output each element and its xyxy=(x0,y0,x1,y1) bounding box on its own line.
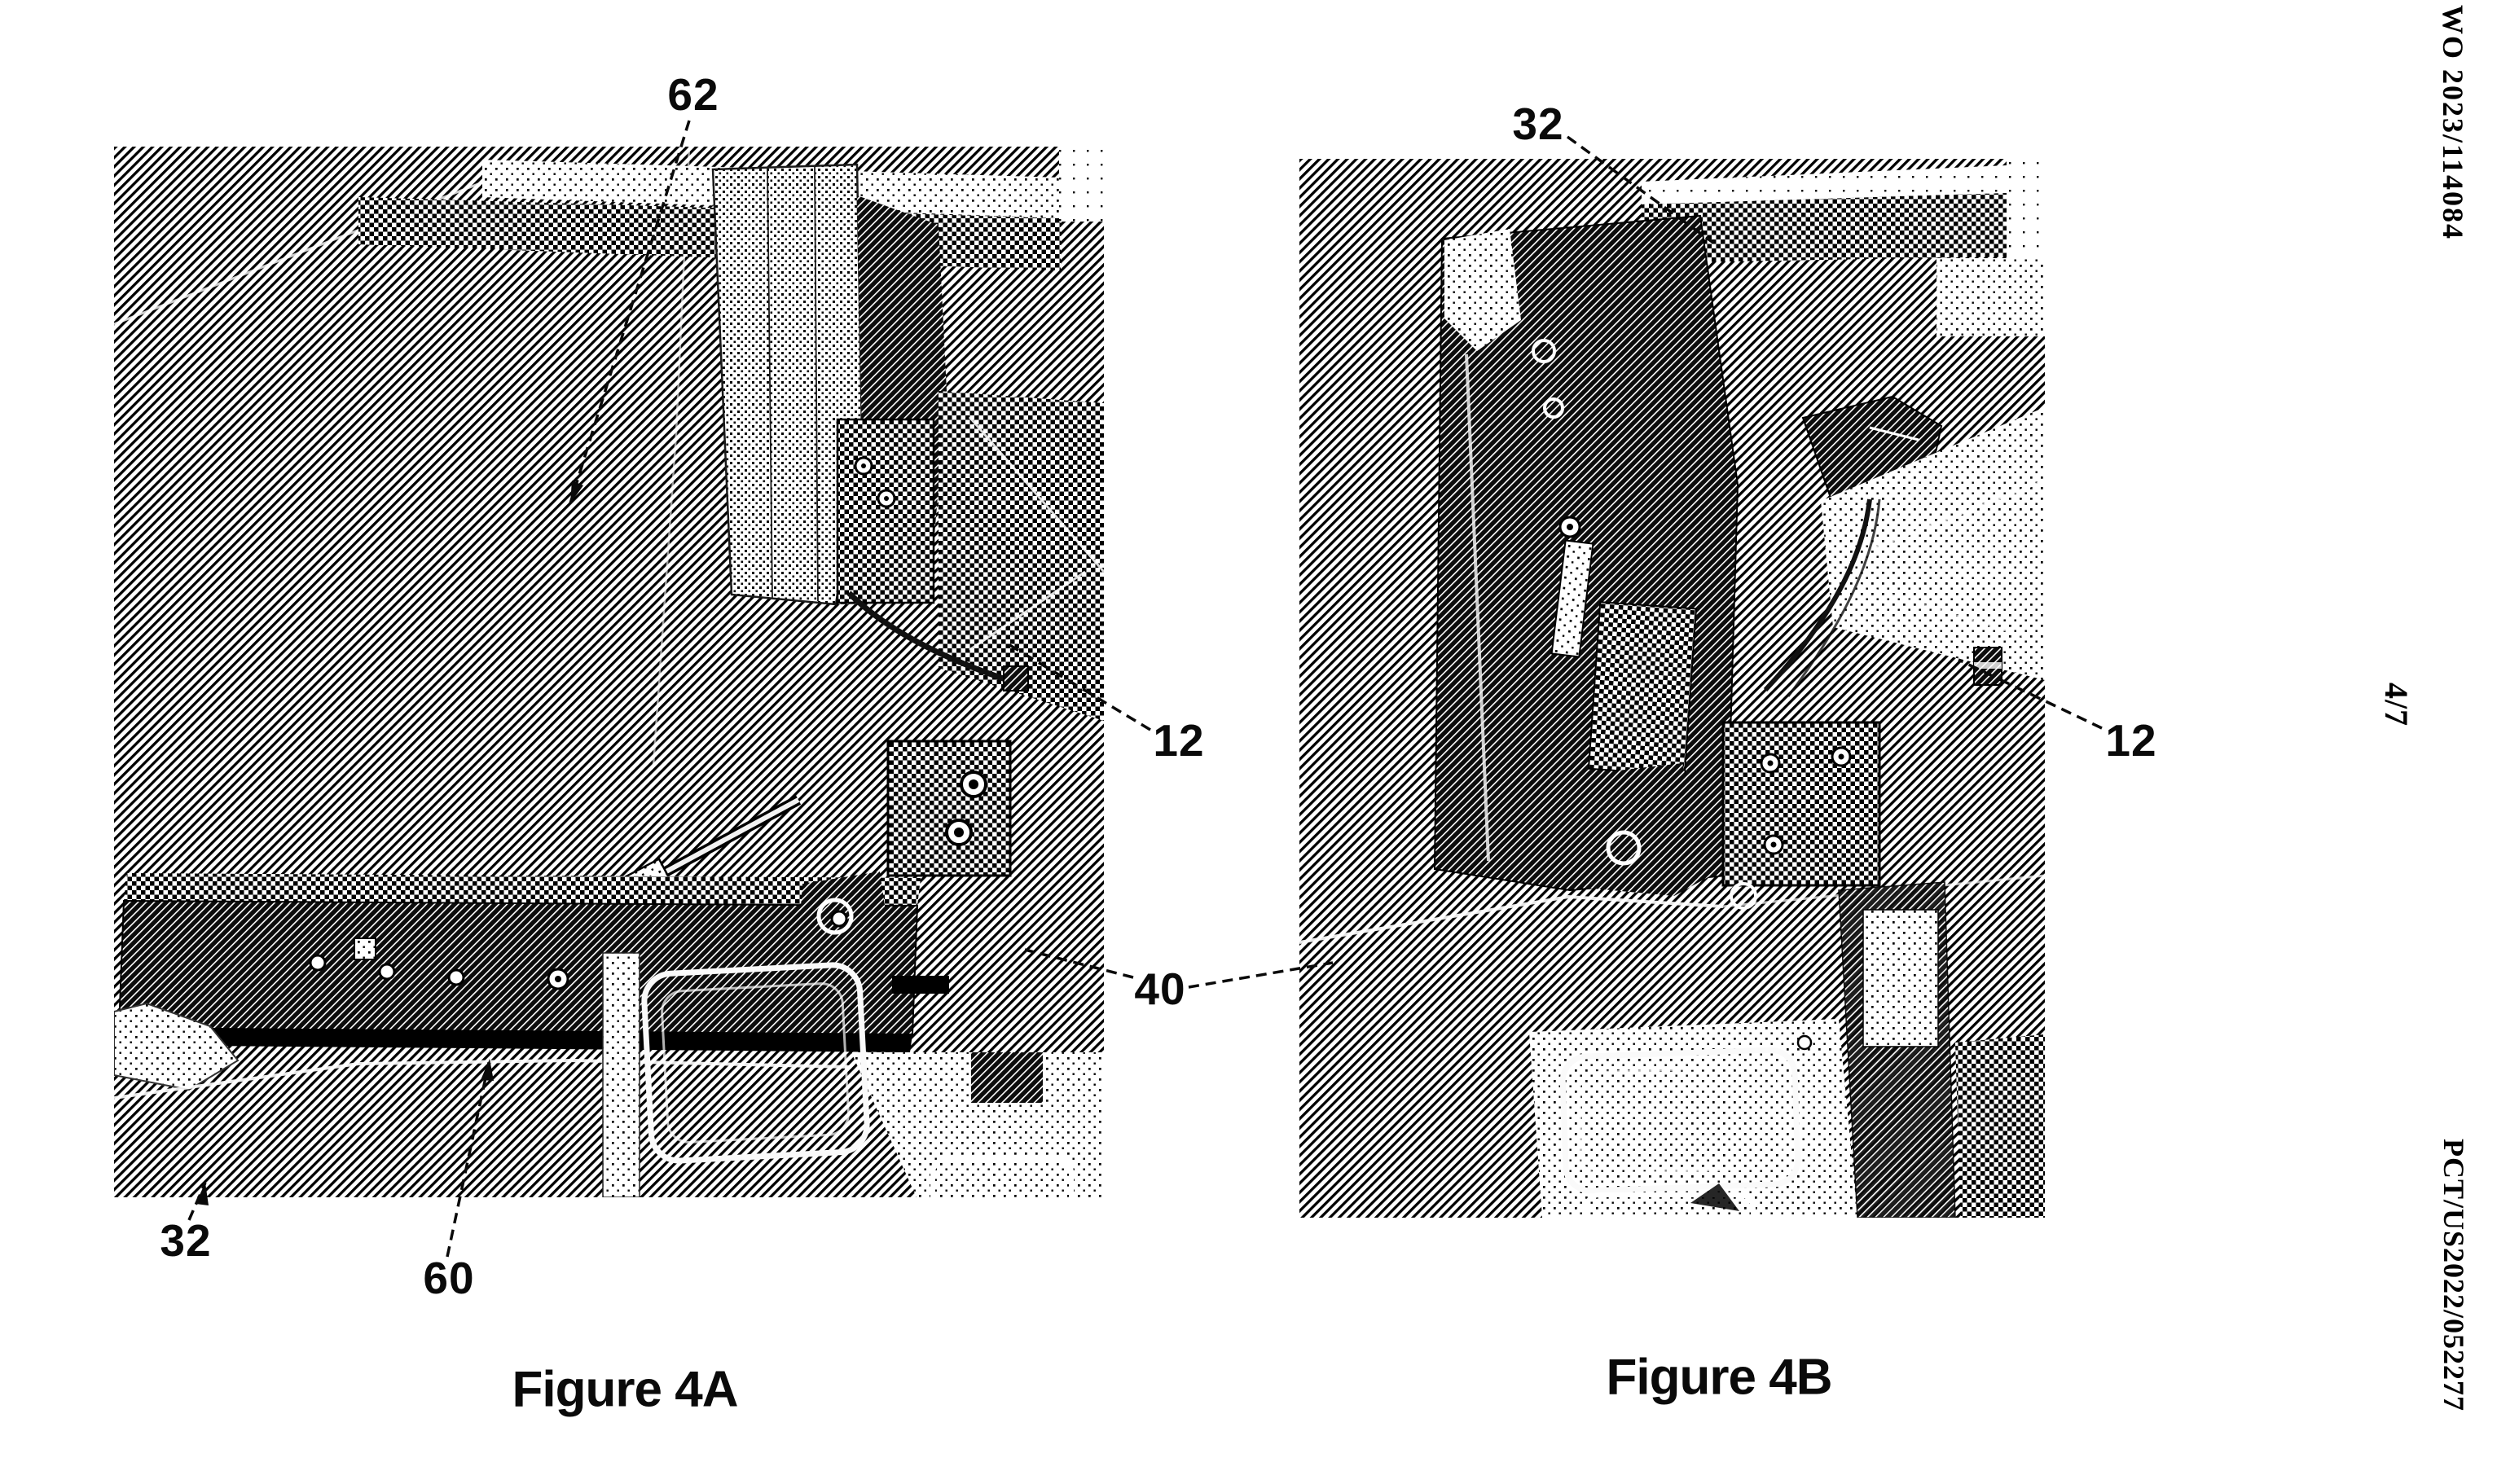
fig4b-ceiling-band xyxy=(1642,193,2007,263)
fig4b-basket xyxy=(1529,1019,1857,1218)
ref-label-60: 60 xyxy=(423,1253,475,1303)
fig4b-corner-panel xyxy=(1936,258,2045,336)
ref-label-40: 40 xyxy=(1134,964,1186,1014)
fig4a-basket xyxy=(602,952,1104,1197)
publication-number: WO 2023/114084 xyxy=(2437,5,2469,241)
fig4b-corner-notch xyxy=(2007,159,2045,258)
application-number: PCT/US2022/052277 xyxy=(2438,1139,2470,1412)
ref-label-32a: 32 xyxy=(160,1215,212,1266)
ref-label-12b: 12 xyxy=(2105,715,2157,766)
ref-label-32b: 32 xyxy=(1512,99,1564,149)
fig4b-bracket-plate xyxy=(1721,721,1881,910)
fig4a-bracket-plate xyxy=(886,740,1012,877)
fig4a-pillar xyxy=(711,163,864,606)
fig4b-ceiling-beam xyxy=(1642,165,2007,204)
fig4b-door-assembly xyxy=(1433,214,1739,896)
fig4b-cable xyxy=(1763,498,1881,697)
figure-4b-caption: Figure 4B xyxy=(1606,1349,1833,1406)
figure-4a-image xyxy=(114,147,1104,1197)
sheet-indicator: 4/7 xyxy=(2378,683,2415,727)
ref-label-12a: 12 xyxy=(1153,715,1205,766)
fig4a-rail xyxy=(114,873,921,1091)
fig4b-lower-cabinet xyxy=(1838,881,2045,1218)
figure-4b-image xyxy=(1299,159,2045,1218)
fig4a-corner-notch xyxy=(1059,147,1104,222)
fig4b-counter-edge xyxy=(1299,894,1724,944)
figure-4a-caption: Figure 4A xyxy=(512,1361,739,1418)
fig4a-door-wedge xyxy=(939,391,1104,721)
ref-label-62: 62 xyxy=(667,69,719,120)
fig4a-rail-end-cap xyxy=(114,1002,240,1091)
fig4a-hinge-assembly xyxy=(836,195,947,604)
